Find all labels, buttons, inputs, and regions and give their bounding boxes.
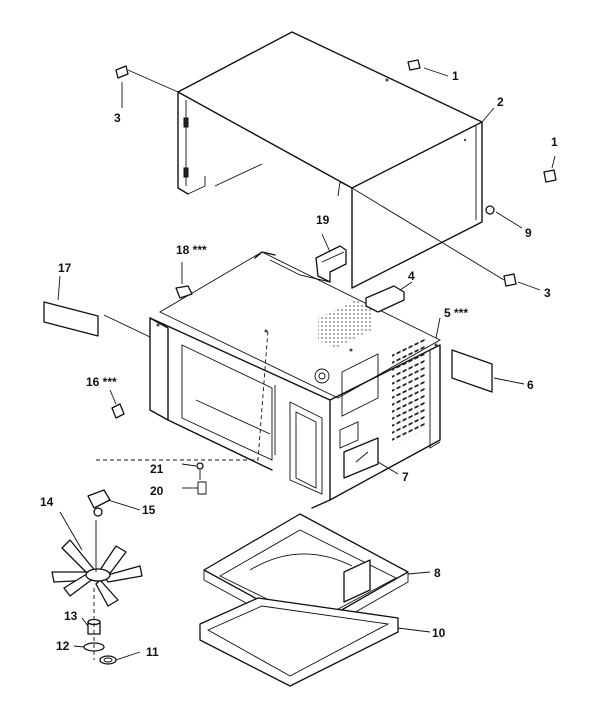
callout-17: 17 [58,261,72,275]
screw-3-top [115,65,179,93]
bracket-19 [315,245,347,283]
callout-7: 7 [402,470,409,484]
callout-19: 19 [316,213,330,227]
clip-20 [197,481,207,495]
screw-16 [111,403,125,419]
callout-1-right: 1 [551,135,558,149]
callout-3-right: 3 [544,286,551,300]
callout-9: 9 [525,226,532,240]
label-plate-7 [343,437,379,479]
screw-1-right [543,169,557,183]
callout-16: 16 *** [86,375,117,389]
leader-lines [57,67,556,661]
clip-21 [196,462,204,480]
callout-labels: 1 2 3 1 9 3 19 4 5 *** 6 7 8 10 18 *** 1… [40,69,558,659]
stirrer-motor-15 [87,489,111,517]
callout-6: 6 [527,378,534,392]
label-plate-17 [43,301,151,338]
callout-13: 13 [64,609,78,623]
nut-18 [175,285,193,299]
screw-1-top [407,59,421,71]
callout-21: 21 [150,462,164,476]
label-plate-6 [451,349,493,393]
callout-12: 12 [56,639,70,653]
ring-11 [99,655,117,665]
base-plate-10 [199,597,399,687]
screw-9 [485,205,495,215]
spacer-13 [87,618,101,635]
callout-5: 5 *** [444,306,468,320]
stirrer-fan-14 [51,520,143,607]
screw-3-right [351,187,517,287]
callout-18: 18 *** [176,243,207,257]
callout-3-left: 3 [114,111,121,125]
inner-chassis [149,251,441,509]
callout-14: 14 [40,495,54,509]
bracket-4 [365,285,405,313]
callout-10: 10 [432,626,446,640]
callout-20: 20 [150,484,164,498]
callout-8: 8 [434,566,441,580]
callout-4: 4 [408,269,415,283]
callout-1-top: 1 [452,69,459,83]
callout-15: 15 [142,503,156,517]
callout-2: 2 [497,95,504,109]
outer-cabinet [177,31,483,289]
callout-11: 11 [146,645,159,659]
